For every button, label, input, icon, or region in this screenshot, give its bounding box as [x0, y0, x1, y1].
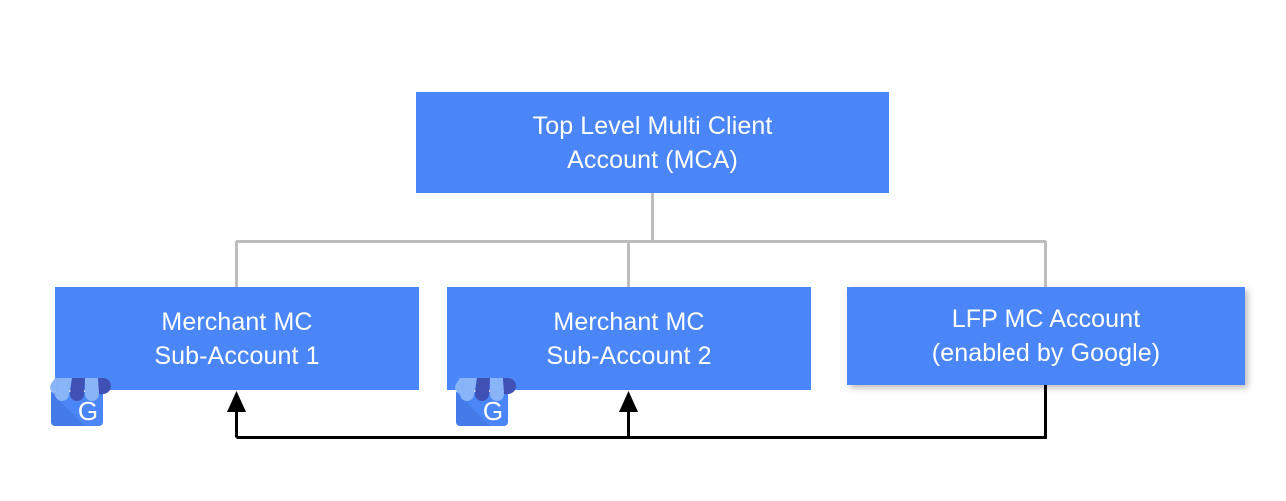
flow-connector-group	[227, 385, 1047, 439]
flow-arrowhead-sub2	[619, 391, 638, 412]
awning-stripe-3	[490, 378, 504, 401]
node-label-sub1: Merchant MC Sub-Account 1	[154, 307, 320, 370]
awning-stripe-0	[455, 378, 464, 394]
node-merchant-sub-account-2[interactable]: Merchant MC Sub-Account 2	[447, 287, 811, 390]
awning-stripe-0	[50, 378, 59, 394]
tree-connector-group	[235, 193, 1047, 287]
awning-stripe-4	[503, 378, 516, 395]
awning-stripe-1	[460, 378, 477, 401]
flow-line-from-lfp	[236, 385, 1047, 439]
google-g-glyph: G	[483, 396, 503, 426]
google-my-business-icon: G	[455, 378, 516, 426]
node-merchant-sub-account-1[interactable]: Merchant MC Sub-Account 1	[55, 287, 419, 390]
awning-stripe-1	[55, 378, 72, 401]
node-label-lfp: LFP MC Account (enabled by Google)	[931, 305, 1161, 367]
google-g-glyph: G	[78, 396, 98, 426]
awning-stripe-2	[70, 378, 85, 401]
node-label-sub2: Merchant MC Sub-Account 2	[546, 307, 712, 370]
node-label-mca: Top Level Multi Client Account (MCA)	[532, 111, 773, 174]
awning-stripe-2	[475, 378, 490, 401]
node-lfp-mc-account[interactable]: LFP MC Account (enabled by Google)	[847, 287, 1245, 385]
awning-stripe-3	[85, 378, 99, 401]
node-top-level-mca[interactable]: Top Level Multi Client Account (MCA)	[416, 92, 889, 193]
awning-stripe-4	[98, 378, 111, 395]
google-my-business-icon: G	[50, 378, 111, 426]
flow-arrowhead-sub1	[227, 391, 246, 412]
